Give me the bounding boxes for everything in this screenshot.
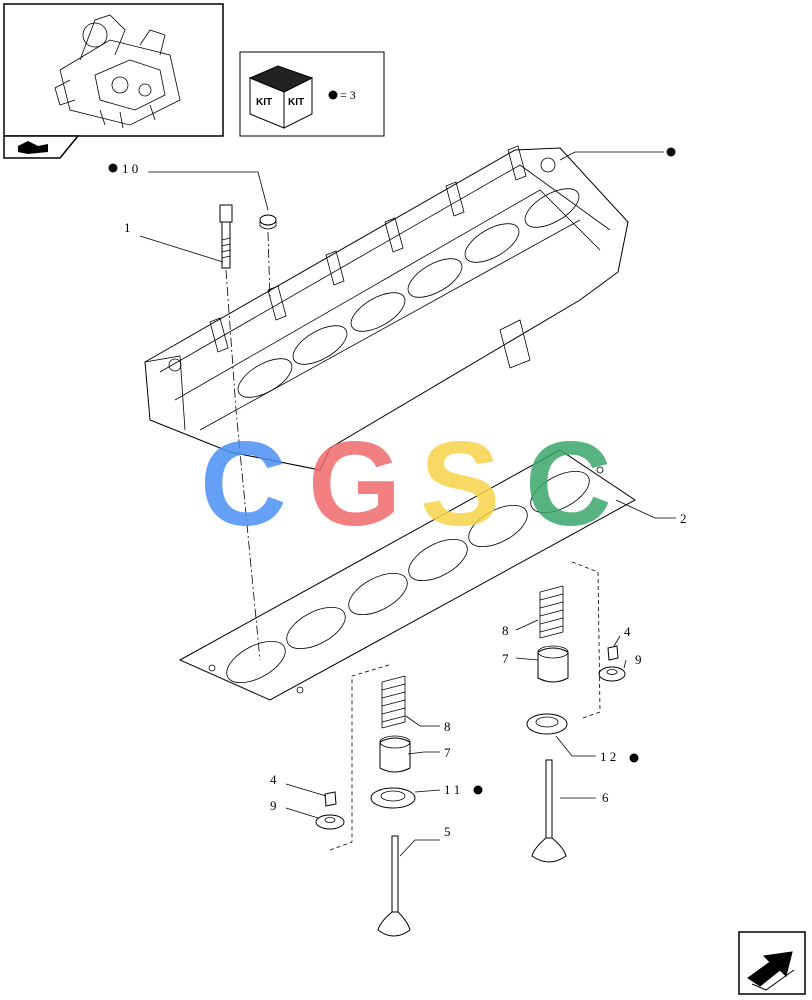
callout-5: 5 <box>444 824 451 839</box>
valve-retainer-right <box>598 666 626 682</box>
callout-4-left: 4 <box>270 772 277 787</box>
exhaust-valve <box>531 759 567 863</box>
kit-cube-icon: KIT KIT <box>248 65 314 129</box>
kit-quantity-text: = 3 <box>340 88 356 102</box>
leader-lines <box>139 151 676 857</box>
kit-bullet-icon <box>473 785 483 795</box>
valve-seal-left <box>370 787 416 809</box>
arrow-nav-icon <box>747 951 795 991</box>
assembly-centerlines <box>225 231 601 851</box>
kit-legend-box: KIT KIT = 3 <box>239 51 385 137</box>
callout-6: 6 <box>602 790 609 805</box>
callout-8-left: 8 <box>444 719 451 734</box>
spring-seat-right <box>537 645 569 683</box>
kit-bullet-icon <box>108 163 118 173</box>
callout-labels: 1 1 0 2 8 7 4 9 1 2 6 8 7 1 1 5 4 9 <box>108 147 687 839</box>
head-gasket <box>178 449 636 701</box>
callout-8-right: 8 <box>502 623 509 638</box>
kit-label-right: KIT <box>288 97 304 108</box>
spring-seat-left <box>379 735 411 773</box>
valve-spring-left <box>381 675 406 729</box>
callout-7-right: 7 <box>502 651 509 666</box>
cylinder-head <box>144 145 629 471</box>
valve-retainer-left <box>315 814 345 830</box>
kit-bullet-icon <box>629 753 639 763</box>
kit-bullet-icon <box>666 147 676 157</box>
valve-cotter-left <box>324 791 337 807</box>
watermark-letter-1: C <box>200 417 287 551</box>
callout-9-right: 9 <box>635 652 642 667</box>
engine-thumbnail[interactable] <box>3 3 224 159</box>
watermark-letter-2: G <box>308 417 401 551</box>
valve-cotter-right <box>607 645 619 661</box>
callout-11: 1 1 <box>444 782 460 797</box>
engine-sketch-icon <box>54 14 181 129</box>
callout-9-left: 9 <box>270 798 277 813</box>
watermark-letter-4: C <box>525 417 612 551</box>
callout-12: 1 2 <box>600 749 616 764</box>
callout-10: 1 0 <box>122 161 138 176</box>
callout-2: 2 <box>680 511 687 526</box>
book-nav-icon <box>18 141 48 154</box>
watermark-logo: C G S C <box>200 417 612 551</box>
watermark-letter-3: S <box>420 417 500 551</box>
callout-7-left: 7 <box>444 745 451 760</box>
kit-label-left: KIT <box>256 97 272 108</box>
callout-4-right: 4 <box>624 624 631 639</box>
kit-bullet-icon <box>328 90 338 100</box>
next-page-button[interactable] <box>738 931 806 995</box>
bolt-washer <box>259 214 277 230</box>
valve-spring-right <box>539 585 564 639</box>
callout-1: 1 <box>124 220 131 235</box>
intake-valve <box>377 835 411 937</box>
valve-seal-right <box>526 713 568 735</box>
head-bolt <box>219 204 233 269</box>
